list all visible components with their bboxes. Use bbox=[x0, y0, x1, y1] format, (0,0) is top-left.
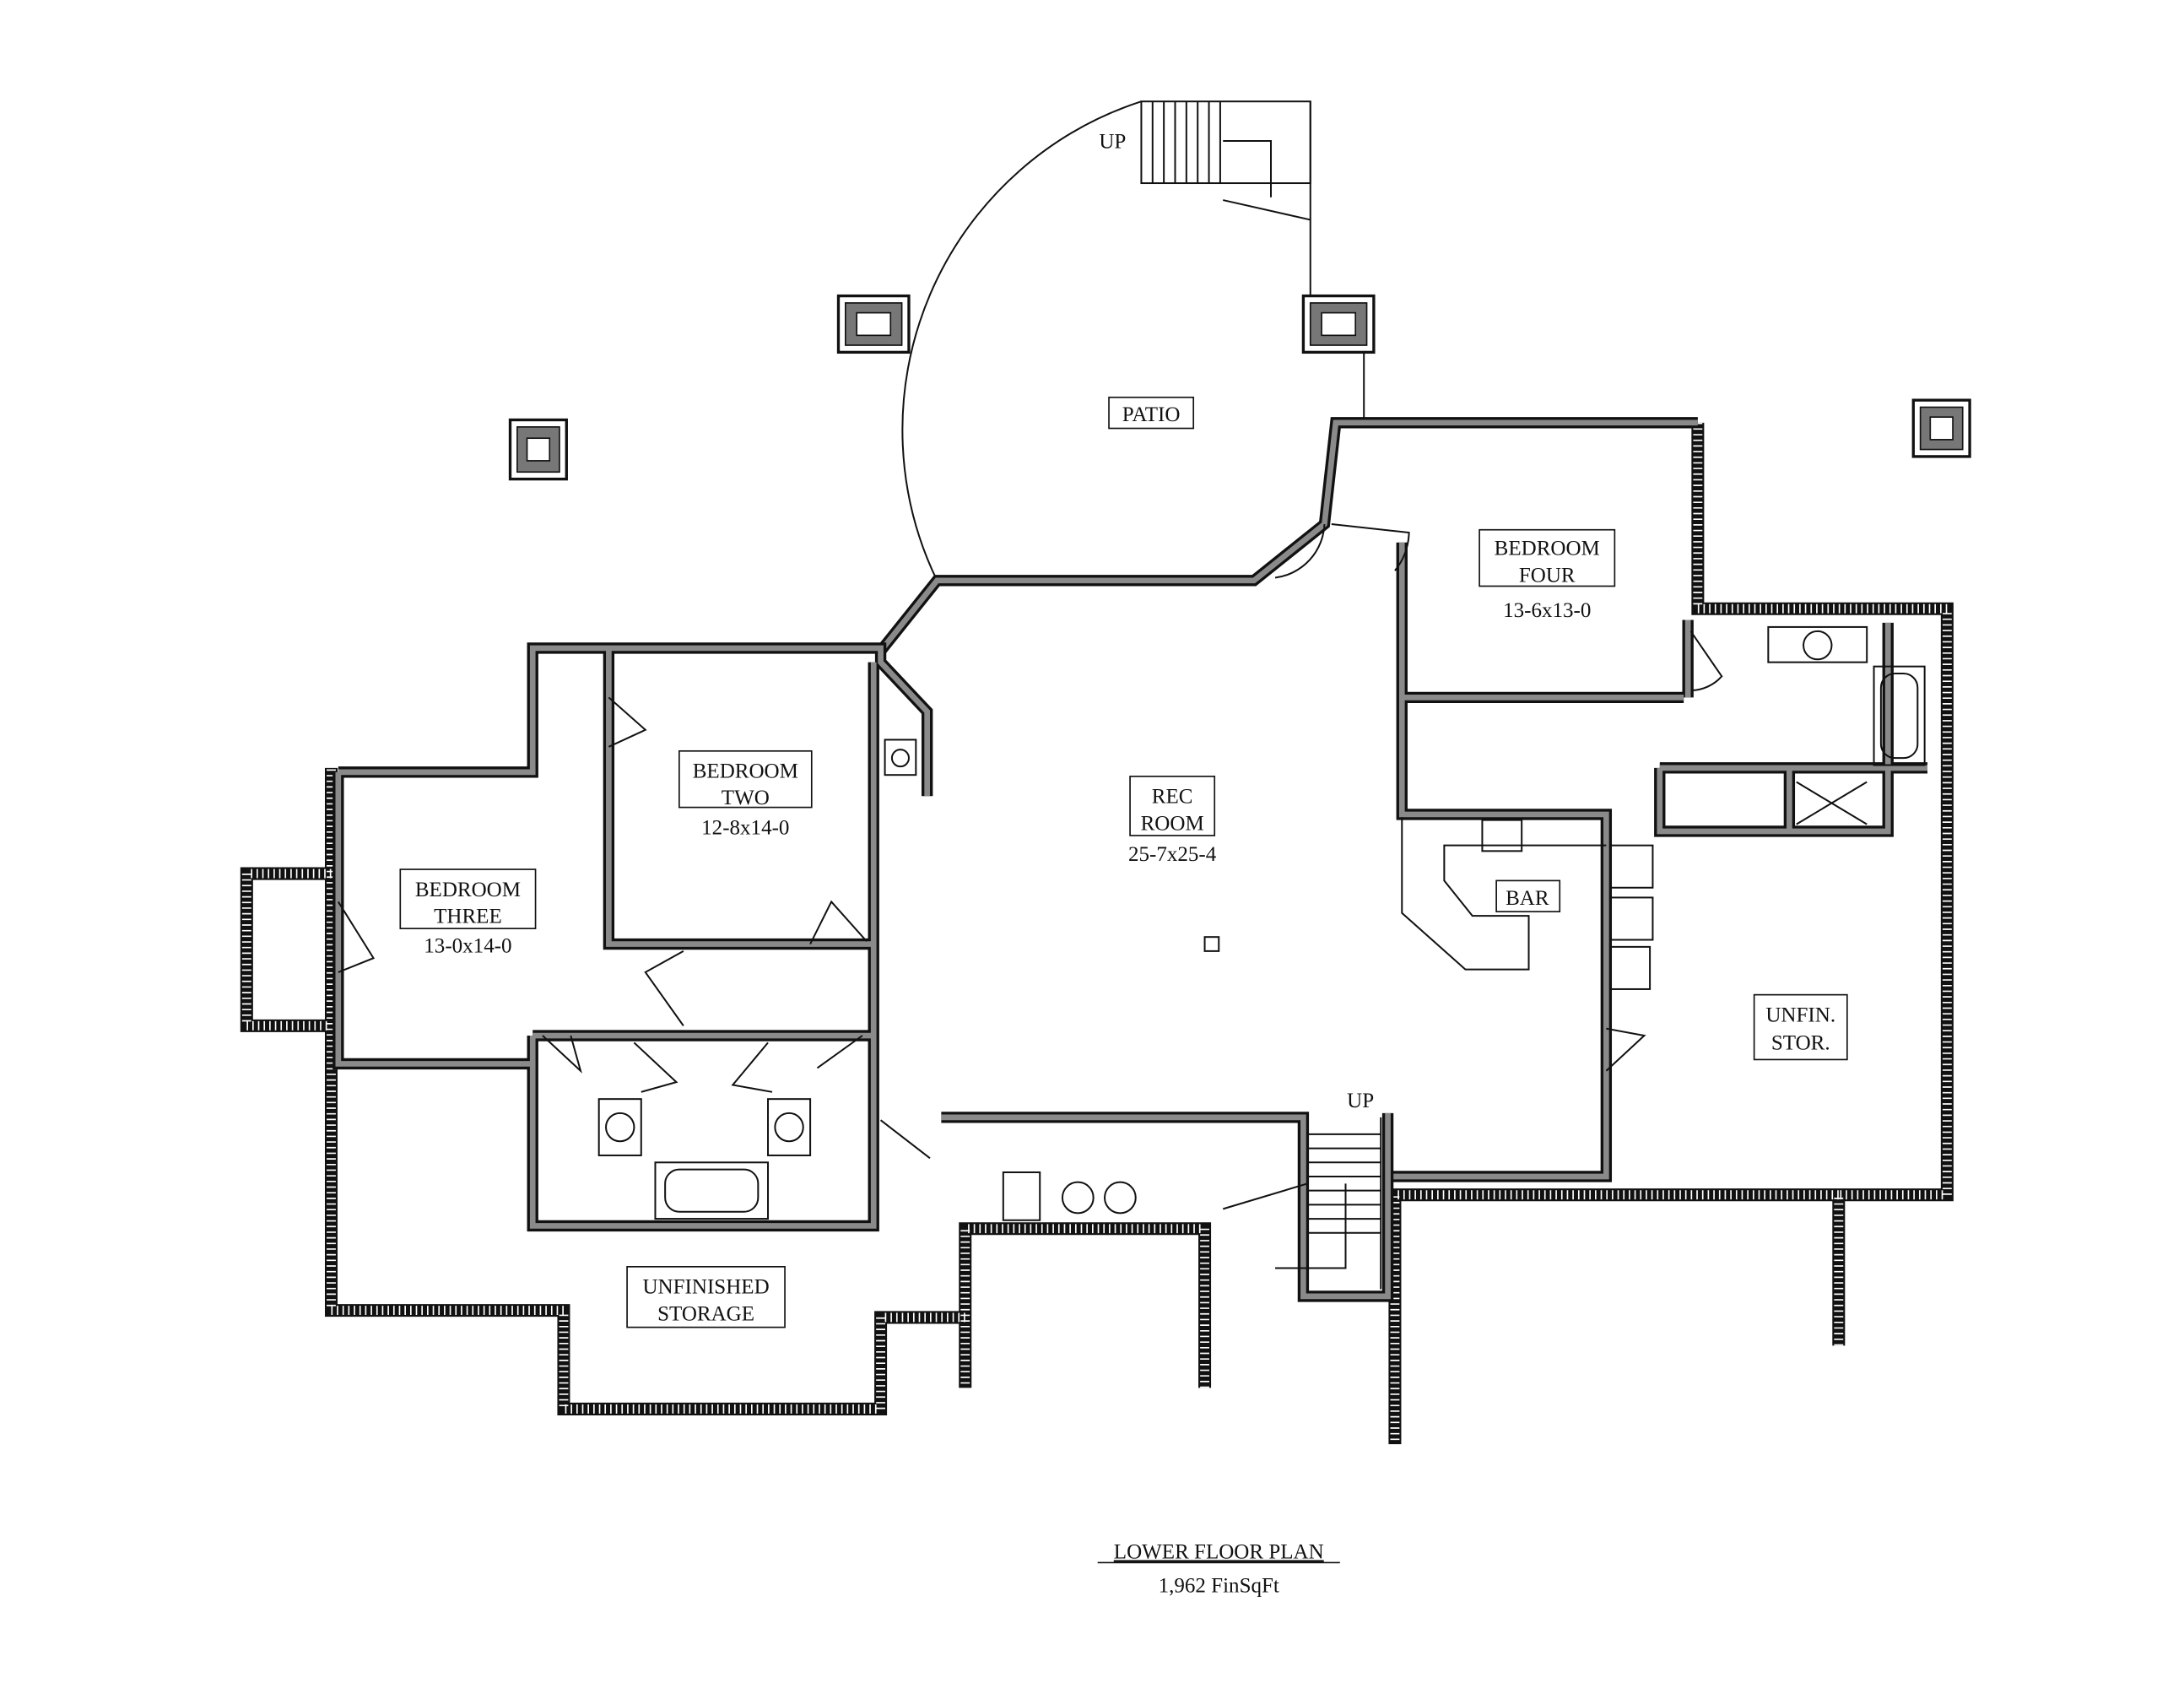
pillar bbox=[1301, 294, 1376, 354]
svg-text:25-7x25-4: 25-7x25-4 bbox=[1128, 843, 1217, 866]
svg-text:BEDROOM: BEDROOM bbox=[415, 879, 521, 901]
doors bbox=[337, 523, 1723, 1160]
patio-arc bbox=[901, 100, 1142, 582]
svg-text:BAR: BAR bbox=[1506, 887, 1549, 910]
svg-text:REC: REC bbox=[1152, 786, 1193, 809]
svg-text:ROOM: ROOM bbox=[1141, 812, 1204, 835]
fixtures bbox=[597, 625, 1926, 1221]
room-label-unfinished-storage: UNFINISHED STORAGE bbox=[626, 1266, 786, 1328]
room-label-bedroom-two: BEDROOM TWO 12-8x14-0 bbox=[678, 749, 813, 839]
svg-text:THREE: THREE bbox=[434, 905, 502, 928]
svg-text:13-6x13-0: 13-6x13-0 bbox=[1503, 599, 1591, 622]
svg-text:STOR.: STOR. bbox=[1771, 1032, 1830, 1055]
svg-text:UNFINISHED: UNFINISHED bbox=[642, 1276, 769, 1299]
svg-text:FOUR: FOUR bbox=[1519, 564, 1576, 587]
interior-stair bbox=[1222, 1117, 1382, 1290]
room-label-patio: PATIO bbox=[1108, 396, 1195, 430]
pillar bbox=[836, 294, 911, 354]
room-label-bar: BAR bbox=[1495, 879, 1561, 912]
svg-text:BEDROOM: BEDROOM bbox=[693, 760, 798, 783]
foundation-walls bbox=[240, 422, 1954, 1445]
svg-text:UNFIN.: UNFIN. bbox=[1765, 1004, 1835, 1026]
room-label-bedroom-three: BEDROOM THREE 13-0x14-0 bbox=[399, 868, 537, 958]
patio-up-label: UP bbox=[1099, 130, 1126, 153]
stair-up-label: UP bbox=[1347, 1090, 1374, 1112]
svg-text:12-8x14-0: 12-8x14-0 bbox=[701, 816, 789, 839]
patio-stair bbox=[1140, 100, 1365, 423]
svg-text:BEDROOM: BEDROOM bbox=[1495, 538, 1600, 560]
plan-subtitle: 1,962 FinSqFt bbox=[1159, 1574, 1279, 1597]
svg-text:13-0x14-0: 13-0x14-0 bbox=[424, 935, 511, 958]
room-label-rec-room: REC ROOM 25-7x25-4 bbox=[1128, 776, 1217, 866]
plan-title: LOWER FLOOR PLAN bbox=[1114, 1540, 1324, 1563]
pillar bbox=[1911, 398, 1971, 458]
room-label-bedroom-four: BEDROOM FOUR 13-6x13-0 bbox=[1479, 528, 1616, 622]
svg-text:TWO: TWO bbox=[722, 787, 770, 809]
walls bbox=[332, 417, 1927, 1302]
pillar bbox=[508, 418, 568, 481]
svg-text:STORAGE: STORAGE bbox=[657, 1302, 754, 1325]
pillars bbox=[508, 294, 1971, 481]
room-label-unfin-stor: UNFIN. STOR. bbox=[1753, 993, 1848, 1061]
svg-text:PATIO: PATIO bbox=[1122, 403, 1181, 426]
